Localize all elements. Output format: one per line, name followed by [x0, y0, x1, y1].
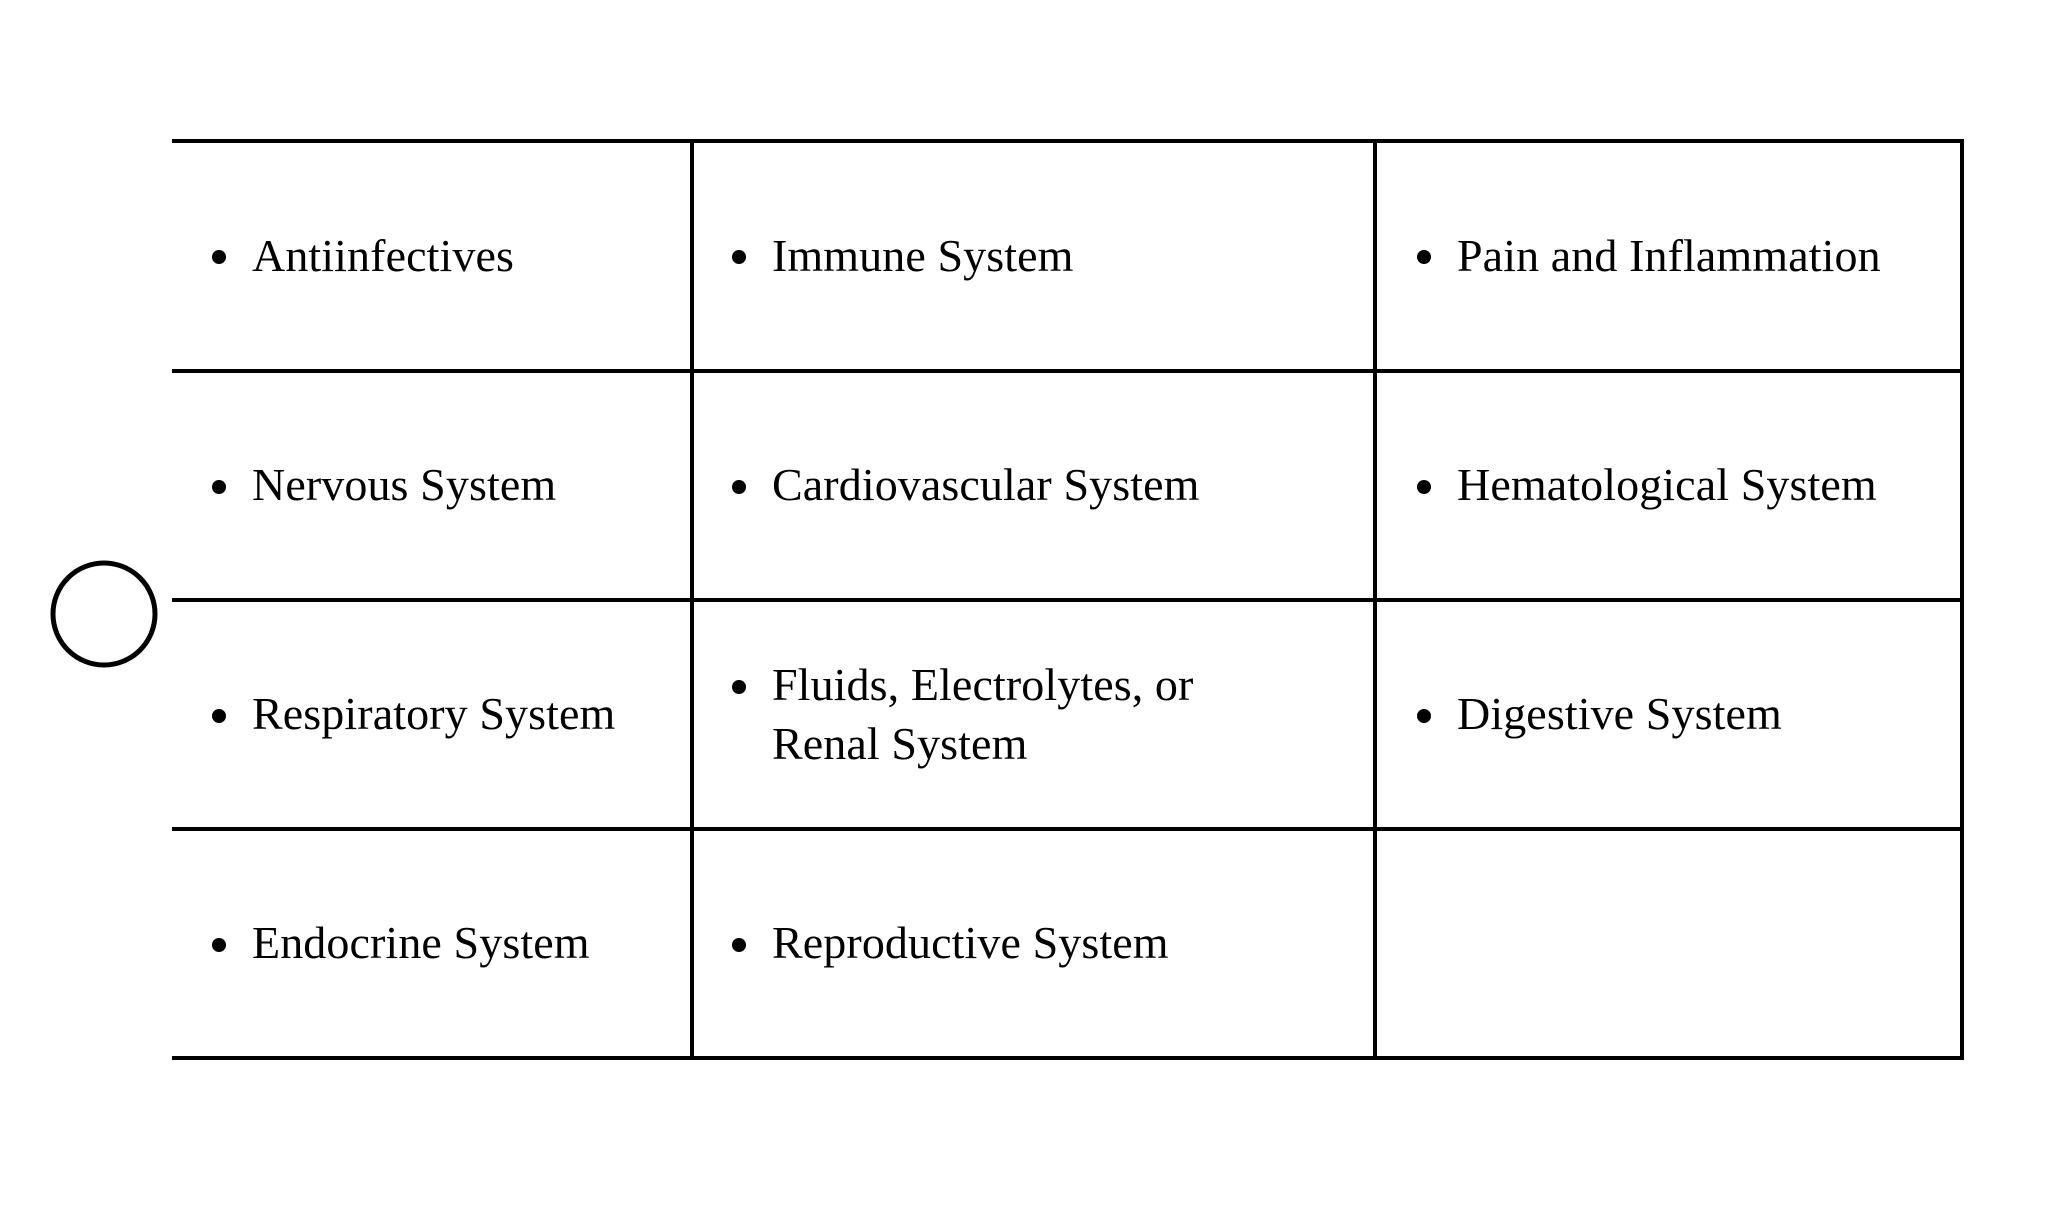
- bullet-icon: [732, 937, 746, 952]
- body-systems-table: Antiinfectives Immune System Pain and In…: [172, 139, 1964, 1060]
- table-row: Nervous System Cardiovascular System Hem…: [172, 369, 1964, 602]
- list-item[interactable]: Reproductive System: [714, 914, 1363, 973]
- bullet-icon: [212, 250, 226, 265]
- table-cell-r4c2[interactable]: Reproductive System: [690, 827, 1375, 1060]
- bullet-icon: [212, 708, 226, 723]
- cell-list: Digestive System: [1377, 685, 1950, 744]
- bullet-icon: [212, 479, 226, 494]
- cell-list: Fluids, Electrolytes, or Renal System: [694, 656, 1363, 774]
- table-cell-r3c3[interactable]: Digestive System: [1373, 598, 1964, 831]
- cell-list: Endocrine System: [172, 914, 680, 973]
- list-item[interactable]: Cardiovascular System: [714, 456, 1363, 515]
- list-item-label: Respiratory System: [252, 688, 616, 740]
- circle-annotation-icon: [49, 559, 159, 669]
- list-item-label: Nervous System: [252, 459, 557, 511]
- list-item-label: Fluids, Electrolytes, or Renal System: [772, 658, 1194, 769]
- cell-list: Immune System: [694, 227, 1363, 286]
- table-cell-r1c3[interactable]: Pain and Inflammation: [1373, 139, 1964, 373]
- list-item-label: Reproductive System: [772, 917, 1169, 969]
- table-row: Endocrine System Reproductive System: [172, 827, 1964, 1060]
- cell-list: Nervous System: [172, 456, 680, 515]
- bullet-icon: [732, 250, 746, 265]
- table-cell-r1c2[interactable]: Immune System: [690, 139, 1375, 373]
- list-item[interactable]: Antiinfectives: [194, 227, 680, 286]
- table-row: Respiratory System Fluids, Electrolytes,…: [172, 598, 1964, 831]
- list-item-label: Cardiovascular System: [772, 459, 1200, 511]
- table-cell-r3c2[interactable]: Fluids, Electrolytes, or Renal System: [690, 598, 1375, 831]
- list-item[interactable]: Fluids, Electrolytes, or Renal System: [714, 656, 1363, 774]
- list-item[interactable]: Endocrine System: [194, 914, 680, 973]
- table-cell-r4c3-empty[interactable]: [1373, 827, 1964, 1060]
- bullet-icon: [732, 479, 746, 494]
- table-cell-r4c1[interactable]: Endocrine System: [172, 827, 692, 1060]
- table-row: Antiinfectives Immune System Pain and In…: [172, 139, 1964, 373]
- list-item-label: Antiinfectives: [252, 229, 514, 281]
- table-cell-r2c3[interactable]: Hematological System: [1373, 369, 1964, 602]
- bullet-icon: [212, 937, 226, 952]
- cell-list: Antiinfectives: [172, 227, 680, 286]
- bullet-icon: [1417, 708, 1431, 723]
- table-cell-r1c1[interactable]: Antiinfectives: [172, 139, 692, 373]
- list-item-label: Digestive System: [1457, 688, 1782, 740]
- list-item[interactable]: Pain and Inflammation: [1399, 227, 1950, 286]
- cell-list: Cardiovascular System: [694, 456, 1363, 515]
- bullet-icon: [1417, 250, 1431, 265]
- table-cell-r2c1[interactable]: Nervous System: [172, 369, 692, 602]
- cell-list: Respiratory System: [172, 685, 680, 744]
- cell-list: Reproductive System: [694, 914, 1363, 973]
- cell-list: Pain and Inflammation: [1377, 227, 1950, 286]
- list-item-label: Pain and Inflammation: [1457, 229, 1881, 281]
- list-item-label: Hematological System: [1457, 459, 1877, 511]
- list-item[interactable]: Digestive System: [1399, 685, 1950, 744]
- list-item[interactable]: Hematological System: [1399, 456, 1950, 515]
- bullet-icon: [1417, 479, 1431, 494]
- list-item-label: Endocrine System: [252, 917, 590, 969]
- list-item[interactable]: Immune System: [714, 227, 1363, 286]
- cell-list: Hematological System: [1377, 456, 1950, 515]
- table-cell-r3c1[interactable]: Respiratory System: [172, 598, 692, 831]
- bullet-icon: [732, 679, 746, 694]
- table-cell-r2c2[interactable]: Cardiovascular System: [690, 369, 1375, 602]
- list-item[interactable]: Nervous System: [194, 456, 680, 515]
- list-item-label: Immune System: [772, 229, 1074, 281]
- list-item[interactable]: Respiratory System: [194, 685, 680, 744]
